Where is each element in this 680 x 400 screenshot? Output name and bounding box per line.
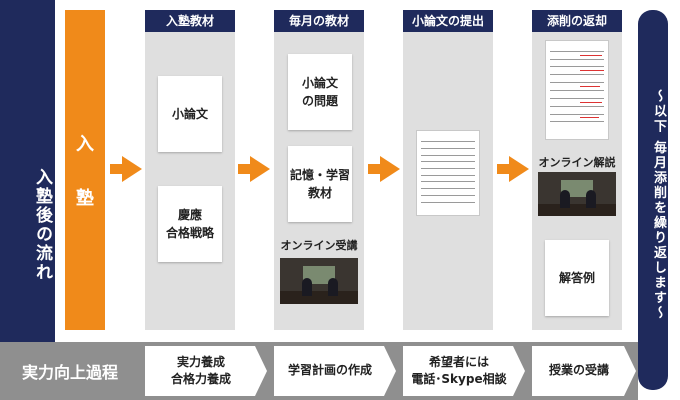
- enrollment-bar: 入 塾: [65, 10, 105, 330]
- progress-step: 学習計画の作成: [274, 346, 396, 396]
- repeat-note-panel: [638, 10, 668, 390]
- online-lecture-image: [280, 258, 358, 304]
- column-header: 入塾教材: [145, 10, 235, 32]
- material-card: 小論文 の問題: [288, 54, 352, 130]
- video-label: オンライン解説: [538, 156, 616, 169]
- online-explanation-image: [538, 172, 616, 216]
- enrollment-char-2: 塾: [76, 188, 94, 209]
- material-card: 記憶・学習 教材: [288, 146, 352, 222]
- column-header: 添削の返却: [532, 10, 622, 32]
- progress-step: 希望者には 電話･Skype相談: [403, 346, 525, 396]
- material-card: 慶應 合格戦略: [158, 186, 222, 262]
- progress-step: 授業の受講: [532, 346, 636, 396]
- progress-title: 実力向上過程: [21, 363, 118, 382]
- material-card: 小論文: [158, 76, 222, 152]
- column-enrollment-materials: 入塾教材: [145, 10, 235, 330]
- enrollment-char-1: 入: [76, 134, 94, 155]
- answer-example-card: 解答例: [545, 240, 609, 316]
- column-header: 小論文の提出: [403, 10, 493, 32]
- progress-step: 実力養成 合格力養成: [145, 346, 267, 396]
- flow-title: 入塾後の流れ: [32, 168, 52, 282]
- repeat-note: ～以下 毎月添削を繰り返します～: [651, 89, 666, 321]
- essay-sheet-image: [416, 130, 480, 216]
- corrected-essay-image: [545, 40, 609, 140]
- column-header: 毎月の教材: [274, 10, 364, 32]
- video-label: オンライン受講: [280, 239, 358, 252]
- left-title-panel: [0, 0, 55, 400]
